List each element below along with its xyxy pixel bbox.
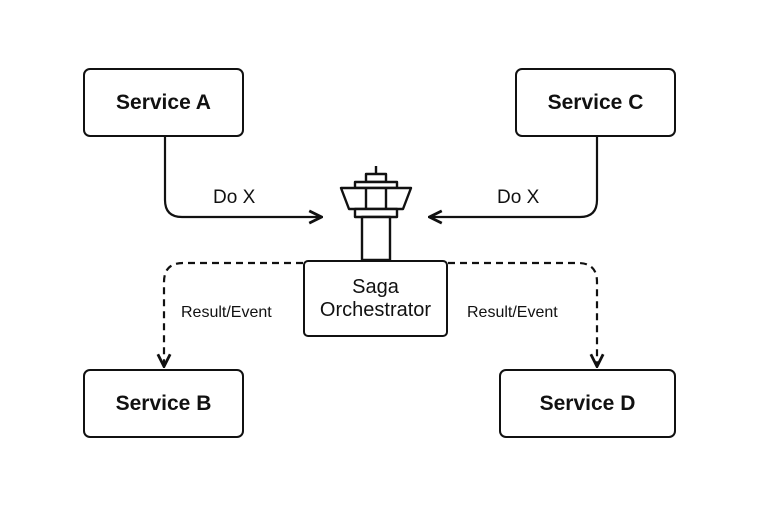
edge-label-result-left: Result/Event: [181, 304, 272, 321]
orchestrator-label-line2: Orchestrator: [319, 298, 432, 321]
orchestrator-label-line1: Saga: [352, 275, 399, 298]
service-b-box[interactable]: Service B: [83, 369, 244, 438]
edge-orchestrator-to-b: [164, 261, 303, 365]
control-tower-icon: [339, 166, 413, 262]
edge-label-command-right: Do X: [497, 187, 540, 208]
edge-a-to-orchestrator: [163, 137, 320, 217]
edge-c-to-orchestrator: [431, 137, 599, 217]
service-a-box[interactable]: Service A: [83, 68, 244, 137]
service-d-box[interactable]: Service D: [499, 369, 676, 438]
service-c-box[interactable]: Service C: [515, 68, 676, 137]
service-b-label: Service B: [115, 391, 212, 415]
service-a-label: Service A: [116, 90, 211, 114]
saga-orchestrator-box[interactable]: Saga Orchestrator: [303, 260, 448, 337]
edge-label-result-right: Result/Event: [467, 304, 558, 321]
edge-orchestrator-to-d: [448, 261, 597, 365]
service-c-label: Service C: [547, 90, 644, 114]
service-d-label: Service D: [539, 391, 636, 415]
edge-label-command-left: Do X: [213, 187, 256, 208]
